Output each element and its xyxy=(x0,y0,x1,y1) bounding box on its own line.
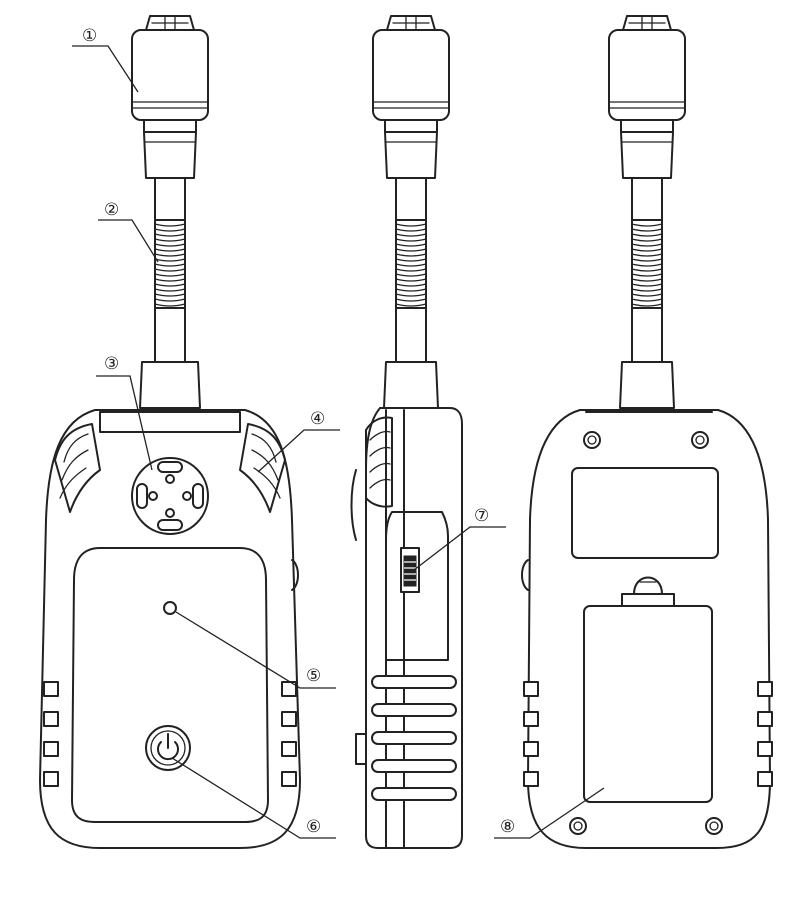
coil-ring xyxy=(154,253,186,257)
coil-ring xyxy=(154,228,186,232)
coil-ring xyxy=(395,238,427,242)
side-grooves xyxy=(371,675,457,801)
coil-ring xyxy=(395,248,427,252)
coil-ring xyxy=(395,303,427,307)
coil-ring xyxy=(154,273,186,277)
svg-text:②: ② xyxy=(104,200,119,220)
coil-ring xyxy=(631,288,663,292)
power-icon xyxy=(145,725,191,771)
coil-ring xyxy=(154,283,186,287)
coil-ring xyxy=(631,283,663,287)
ribs-right-back xyxy=(757,681,773,787)
side-view xyxy=(350,15,463,849)
coil-ring xyxy=(154,243,186,247)
coil-ring xyxy=(154,223,186,227)
callout-4: ④ xyxy=(257,409,340,473)
coil-ring xyxy=(154,298,186,302)
coil-ring xyxy=(395,273,427,277)
indicator-light xyxy=(163,601,177,615)
coil-ring xyxy=(395,283,427,287)
callout-1: ① xyxy=(72,26,139,93)
coil-ring xyxy=(631,238,663,242)
svg-text:③: ③ xyxy=(104,354,119,374)
callout-5: ⑤ xyxy=(175,611,336,689)
coil-ring xyxy=(154,288,186,292)
coil-ring xyxy=(154,258,186,262)
coil-ring xyxy=(154,293,186,297)
coil-ring xyxy=(395,223,427,227)
coil-ring xyxy=(395,278,427,282)
svg-text:⑧: ⑧ xyxy=(500,817,515,837)
sensor-vent-icon xyxy=(131,457,209,535)
coil-ring xyxy=(154,303,186,307)
coil-ring xyxy=(395,293,427,297)
callout-7: ⑦ xyxy=(413,506,506,571)
coil-ring xyxy=(631,233,663,237)
svg-text:④: ④ xyxy=(310,409,325,429)
label-window xyxy=(571,467,719,559)
coil-ring xyxy=(395,263,427,267)
coil-ring xyxy=(154,248,186,252)
callout-6: ⑥ xyxy=(171,757,336,839)
battery-cover xyxy=(583,605,713,803)
coil-ring xyxy=(631,303,663,307)
ribs-right-front xyxy=(281,681,297,787)
callouts: ① ② ③ ④ ⑤ ⑥ ⑦ xyxy=(72,26,605,839)
callout-3: ③ xyxy=(96,354,153,471)
coil-ring xyxy=(395,258,427,262)
coil-ring xyxy=(395,253,427,257)
coil-ring xyxy=(631,258,663,262)
coil-ring xyxy=(631,228,663,232)
front-view xyxy=(39,15,301,849)
coil-ring xyxy=(395,288,427,292)
coil-ring xyxy=(631,293,663,297)
coil-ring xyxy=(154,233,186,237)
coil-ring xyxy=(631,278,663,282)
coil-ring xyxy=(631,223,663,227)
slide-switch xyxy=(400,547,420,593)
coil-ring xyxy=(631,253,663,257)
back-view xyxy=(521,15,773,849)
coil-ring xyxy=(395,268,427,272)
ribs-left-back xyxy=(523,681,539,787)
coil-ring xyxy=(395,233,427,237)
callout-8: ⑧ xyxy=(494,787,605,839)
screw-icon xyxy=(569,431,723,835)
coil-ring xyxy=(154,268,186,272)
coil-ring xyxy=(631,248,663,252)
coil-ring xyxy=(154,278,186,282)
svg-text:①: ① xyxy=(82,26,97,46)
coil-ring xyxy=(395,243,427,247)
svg-text:⑥: ⑥ xyxy=(306,817,321,837)
ribs-left-front xyxy=(43,681,59,787)
svg-text:⑦: ⑦ xyxy=(474,506,489,526)
gooseneck-front xyxy=(154,219,186,309)
svg-text:⑤: ⑤ xyxy=(306,666,321,686)
coil-ring xyxy=(154,263,186,267)
coil-ring xyxy=(631,298,663,302)
coil-ring xyxy=(631,273,663,277)
coil-ring xyxy=(154,238,186,242)
coil-ring xyxy=(631,263,663,267)
coil-ring xyxy=(395,298,427,302)
callout-2: ② xyxy=(98,200,159,263)
coil-ring xyxy=(631,268,663,272)
coil-ring xyxy=(395,228,427,232)
coil-ring xyxy=(631,243,663,247)
